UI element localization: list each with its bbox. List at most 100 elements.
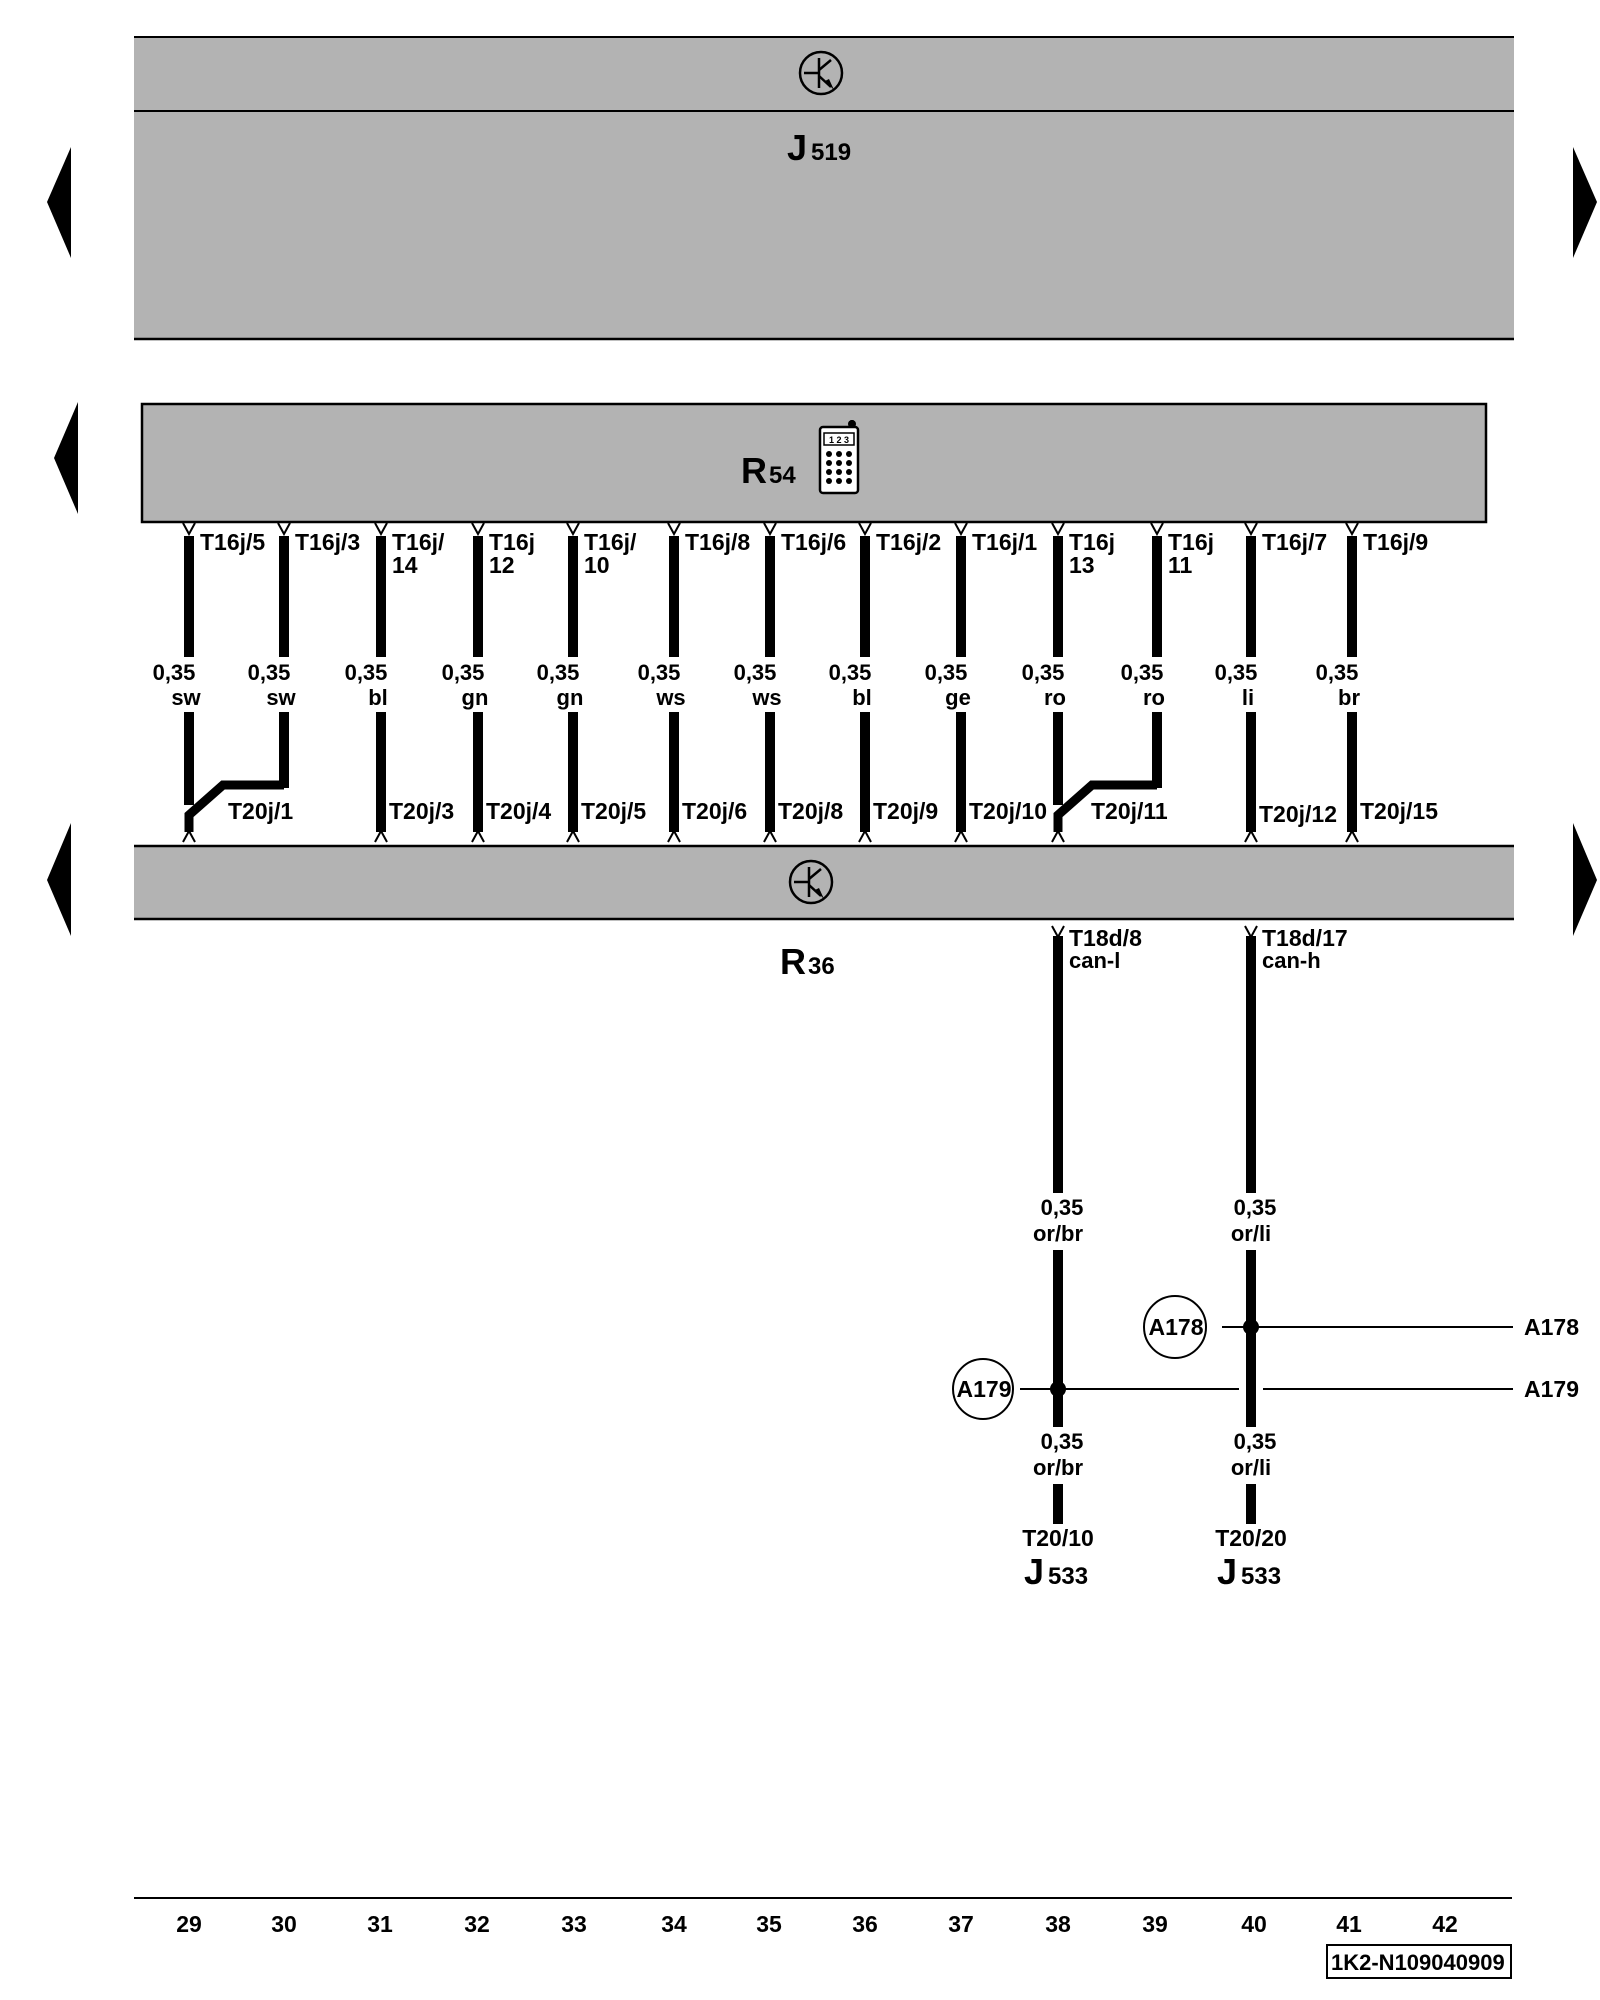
column-number: 37: [948, 1911, 974, 1937]
wire-size-label: 0,35: [829, 660, 872, 685]
wire-bridge[interactable]: [1053, 780, 1157, 832]
wire-size-label: 0,35: [153, 660, 196, 685]
can-h-lower-size: 0,35: [1234, 1429, 1277, 1454]
wire-size-label: 0,35: [248, 660, 291, 685]
wire-color-label: sw: [266, 685, 296, 710]
r54-pin-label: T16j/2: [876, 529, 941, 555]
column-number: 40: [1241, 1911, 1267, 1937]
r36-pin-arrow: [763, 828, 777, 843]
column-number: 29: [176, 1911, 202, 1937]
r36-pin-label: T20j/1: [228, 798, 293, 824]
splice-a179[interactable]: A179 A179: [952, 1358, 1579, 1420]
splice-a179-label: A179: [957, 1376, 1012, 1402]
splice-a178-label: A178: [1149, 1314, 1204, 1340]
r36-pin-label: T20j/10: [969, 798, 1047, 824]
wire-size-label: 0,35: [1022, 660, 1065, 685]
splice-a178-node: [1243, 1319, 1259, 1335]
document-id: 1K2-N109040909: [1326, 1944, 1512, 1979]
r54-pin-arrow: [667, 522, 681, 537]
r54-pin-arrow: [858, 522, 872, 537]
splice-a178-circle: [1143, 1295, 1207, 1359]
module-r54[interactable]: R54 1 2 3: [140, 402, 1488, 524]
can-h-pin-arrow: [1244, 925, 1258, 940]
r54-pin-arrow: [471, 522, 485, 537]
r54-pin-arrow: [374, 522, 388, 537]
can-h-signal-label: can-h: [1262, 948, 1321, 973]
wire-color-label: bl: [852, 685, 872, 710]
splice-a178[interactable]: A178 A178: [1143, 1295, 1579, 1359]
r54-pin-arrow: [1345, 522, 1359, 537]
r54-pin-label: T16j/1: [972, 529, 1037, 555]
r36-pin-arrow: [1345, 828, 1359, 843]
can-l-signal-label: can-l: [1069, 948, 1120, 973]
gateway-j533-right-pin: T20/20: [1215, 1525, 1287, 1551]
splice-a178-ref[interactable]: A178: [1524, 1314, 1579, 1340]
document-id-text: 1K2-N109040909: [1331, 1950, 1505, 1975]
module-r54-label: R54: [741, 450, 796, 491]
r54-pin-label: T16j/8: [685, 529, 750, 555]
column-number: 36: [852, 1911, 878, 1937]
can-l-lower-size: 0,35: [1041, 1429, 1084, 1454]
r36-pin-label: T20j/12: [1259, 801, 1337, 827]
wire-size-label: 0,35: [1316, 660, 1359, 685]
phone-keypad-text: 1 2 3: [829, 435, 849, 445]
wire-color-label: ge: [945, 685, 971, 710]
wire-color-label: gn: [557, 685, 584, 710]
previous-page-arrow-bottom[interactable]: [47, 823, 71, 936]
wire-bridge[interactable]: [184, 780, 284, 832]
module-r36-box: [134, 846, 1514, 919]
r36-pin-label: T20j/9: [873, 798, 938, 824]
column-number: 34: [661, 1911, 687, 1937]
r36-pin-label: T20j/15: [1360, 798, 1438, 824]
module-r36[interactable]: R36: [134, 844, 1514, 982]
column-number: 32: [464, 1911, 490, 1937]
previous-page-arrow-middle[interactable]: [54, 402, 78, 514]
wire-color-label: br: [1338, 685, 1360, 710]
next-page-arrow-bottom[interactable]: [1573, 823, 1597, 936]
column-number: 35: [756, 1911, 782, 1937]
r54-pin-label: T16j/7: [1262, 529, 1327, 555]
gateway-j533-left-pin: T20/10: [1022, 1525, 1094, 1551]
wire-color-label: gn: [462, 685, 489, 710]
next-page-arrow-top[interactable]: [1573, 147, 1597, 258]
mobile-phone-icon: 1 2 3: [818, 420, 860, 495]
r54-pin-arrow: [1051, 522, 1065, 537]
can-h-upper-color: or/li: [1231, 1221, 1271, 1246]
r54-pin-label: T16j/6: [781, 529, 846, 555]
can-h-upper-size: 0,35: [1234, 1195, 1277, 1220]
wire-size-label: 0,35: [1215, 660, 1258, 685]
r54-pin-label: T16j/14: [392, 529, 445, 578]
wire-color-label: bl: [368, 685, 388, 710]
r36-pin-label: T20j/6: [682, 798, 747, 824]
can-l-upper-size: 0,35: [1041, 1195, 1084, 1220]
column-number: 38: [1045, 1911, 1071, 1937]
wire-size-label: 0,35: [1121, 660, 1164, 685]
r54-pin-arrow: [954, 522, 968, 537]
wire-size-label: 0,35: [638, 660, 681, 685]
can-h-pin-label: T18d/17: [1262, 925, 1348, 951]
previous-page-arrow-top[interactable]: [47, 147, 71, 258]
can-l-pin-arrow: [1051, 925, 1065, 940]
column-number: 41: [1336, 1911, 1362, 1937]
r36-pin-arrow: [374, 828, 388, 843]
splice-a179-ref[interactable]: A179: [1524, 1376, 1579, 1402]
r36-pin-label: T20j/11: [1091, 798, 1168, 824]
wire-size-label: 0,35: [442, 660, 485, 685]
r36-pin-label: T20j/5: [581, 798, 646, 824]
module-r54-box: [140, 402, 1488, 524]
wire-color-label: ws: [655, 685, 685, 710]
r36-pin-label: T20j/3: [389, 798, 454, 824]
r36-pin-arrow: [1244, 828, 1258, 843]
